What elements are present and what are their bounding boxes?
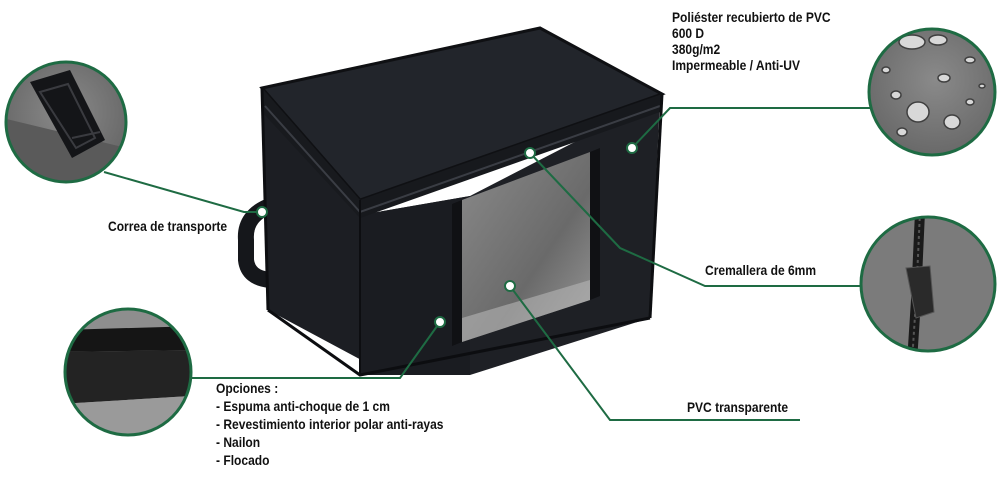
detail-circle-zipper bbox=[859, 215, 997, 353]
storage-bag bbox=[237, 26, 666, 377]
callout-line-cremallera bbox=[529, 152, 860, 287]
opciones-item: - Espuma anti-choque de 1 cm bbox=[216, 398, 390, 414]
dot-correa bbox=[256, 206, 268, 218]
dot-pvc bbox=[504, 280, 516, 292]
opciones-item: - Flocado bbox=[216, 452, 270, 468]
detail-circle-handle bbox=[4, 60, 128, 184]
opciones-title: Opciones : bbox=[216, 380, 279, 396]
dot-opciones bbox=[434, 316, 446, 328]
label-material-line2: 600 D bbox=[672, 25, 705, 41]
opciones-item: - Revestimiento interior polar anti-raya… bbox=[216, 416, 444, 432]
callout-line-material bbox=[631, 107, 870, 149]
callout-dots bbox=[256, 142, 638, 328]
callout-line-pvc bbox=[509, 285, 800, 421]
label-material-line3: 380g/m2 bbox=[672, 41, 721, 57]
callout-line-correa bbox=[103, 171, 262, 213]
dot-cremallera bbox=[524, 147, 536, 159]
label-correa: Correa de transporte bbox=[108, 218, 228, 234]
callout-line-opciones bbox=[180, 321, 441, 379]
bag-lid bbox=[262, 28, 662, 200]
label-cremallera: Cremallera de 6mm bbox=[705, 262, 817, 278]
detail-circle-waterproof bbox=[867, 27, 997, 157]
label-material: Poliéster recubierto de PVC 600 D 380g/m… bbox=[672, 9, 831, 73]
detail-circle-foam bbox=[63, 307, 193, 437]
label-pvc: PVC transparente bbox=[687, 399, 789, 415]
dot-material bbox=[626, 142, 638, 154]
opciones-item: - Nailon bbox=[216, 434, 261, 450]
label-material-line4: Impermeable / Anti-UV bbox=[672, 57, 801, 73]
label-opciones: Opciones : - Espuma anti-choque de 1 cm … bbox=[216, 379, 443, 469]
label-material-line1: Poliéster recubierto de PVC bbox=[672, 9, 831, 25]
